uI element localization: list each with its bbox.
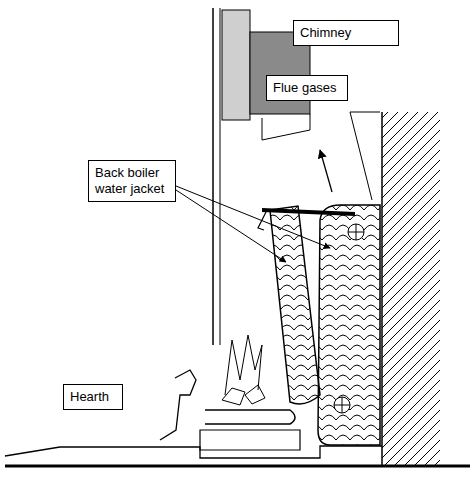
flue-back [350, 112, 380, 200]
pipe-connection [348, 224, 364, 240]
chimney-column [222, 10, 250, 120]
front-plate-line [220, 8, 221, 345]
wall-face [381, 112, 383, 466]
water-jacket-slanted [270, 206, 320, 404]
chimney-label-box: Chimney [293, 20, 399, 46]
wall-hatching [382, 112, 440, 466]
grate [205, 410, 295, 424]
label-text: Back boiler water jacket [95, 165, 169, 197]
fuel-coals [222, 385, 265, 405]
flue-throat [262, 114, 310, 140]
flue-gases-label-box: Flue gases [266, 75, 348, 101]
label-text: Hearth [70, 389, 116, 405]
leader-line [176, 190, 286, 262]
hearth-label-box: Hearth [63, 384, 123, 410]
callout-box: Back boiler water jacket [88, 160, 176, 202]
front-fret [160, 370, 196, 440]
pipe-connection [334, 397, 350, 413]
water-jacket-rear [318, 205, 380, 445]
front-plate-line [212, 8, 214, 345]
floor-line [5, 465, 470, 468]
leader-line [176, 186, 330, 248]
ash-pan [200, 430, 300, 450]
flue-gas-arrow [320, 150, 332, 192]
hearth-slab [5, 446, 382, 458]
label-text: Flue gases [273, 80, 341, 96]
pipe-connection [348, 224, 364, 240]
pipe-connection [334, 397, 350, 413]
label-text: Chimney [300, 25, 392, 41]
